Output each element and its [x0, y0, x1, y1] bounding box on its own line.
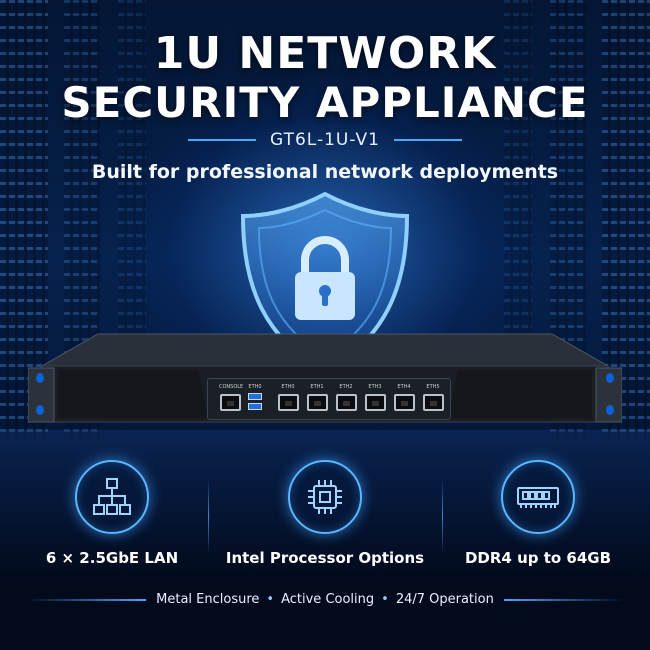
console-port[interactable] [220, 394, 241, 411]
memory-module-icon [501, 460, 575, 534]
network-topology-icon [75, 460, 149, 534]
feature-memory-label: DDR4 up to 64GB [464, 549, 612, 567]
eth2-label: ETH2 [339, 384, 353, 390]
model-divider-left [188, 139, 257, 141]
model-number: GT6L-1U-V1 [270, 130, 380, 150]
headline-line2: SECURITY APPLIANCE [61, 78, 589, 127]
eth4-label: ETH4 [397, 384, 411, 390]
feature-lan: 6 × 2.5GbE LAN [12, 460, 212, 567]
feature-lan-label: 6 × 2.5GbE LAN [45, 549, 179, 567]
security-shield-icon [240, 191, 410, 375]
eth5-port[interactable] [423, 394, 444, 411]
processor-chip-icon [288, 460, 362, 534]
eth3-label: ETH3 [368, 384, 382, 390]
footer-text: Metal Enclosure • Active Cooling • 24/7 … [156, 592, 494, 607]
eth0-port[interactable] [278, 394, 299, 411]
console-label: CONSOLE [219, 384, 244, 390]
footer-separator: • [381, 592, 389, 607]
model-divider-right [393, 139, 462, 141]
server-rack-left [0, 0, 48, 440]
footer-bar: Metal Enclosure • Active Cooling • 24/7 … [0, 592, 650, 607]
usb-port-1[interactable] [248, 393, 262, 400]
feature-processor: Intel Processor Options [225, 460, 425, 567]
subtitle: Built for professional network deploymen… [91, 161, 559, 183]
eth1-port[interactable] [307, 394, 328, 411]
server-rack-right [602, 0, 650, 440]
model-row: GT6L-1U-V1 [0, 130, 650, 150]
feature-processor-label: Intel Processor Options [225, 549, 425, 567]
footer-item-cooling: Active Cooling [281, 592, 375, 607]
footer-item-operation: 24/7 Operation [395, 592, 494, 607]
footer-item-enclosure: Metal Enclosure [156, 592, 260, 607]
eth1-label: ETH1 [310, 384, 324, 390]
eth3-port[interactable] [365, 394, 386, 411]
footer-line-left [26, 598, 147, 601]
feature-row: 6 × 2.5GbE LAN Intel Processor Options [0, 460, 650, 570]
feature-memory: DDR4 up to 64GB [438, 460, 638, 567]
footer-line-right [503, 598, 624, 601]
feature-divider-1 [208, 478, 209, 554]
usb-port-2[interactable] [248, 403, 262, 410]
eth4-port[interactable] [394, 394, 415, 411]
usb-label: ETH0 [248, 384, 262, 390]
feature-divider-2 [442, 478, 443, 554]
padlock-icon [295, 236, 355, 320]
server-rack-left-3 [118, 0, 146, 380]
server-rack-right-3 [504, 0, 532, 380]
footer-separator: • [266, 592, 275, 607]
headline-line1: 1U NETWORK [153, 28, 497, 79]
eth5-label: ETH5 [426, 384, 440, 390]
eth0-label: ETH0 [281, 384, 295, 390]
eth2-port[interactable] [336, 394, 357, 411]
